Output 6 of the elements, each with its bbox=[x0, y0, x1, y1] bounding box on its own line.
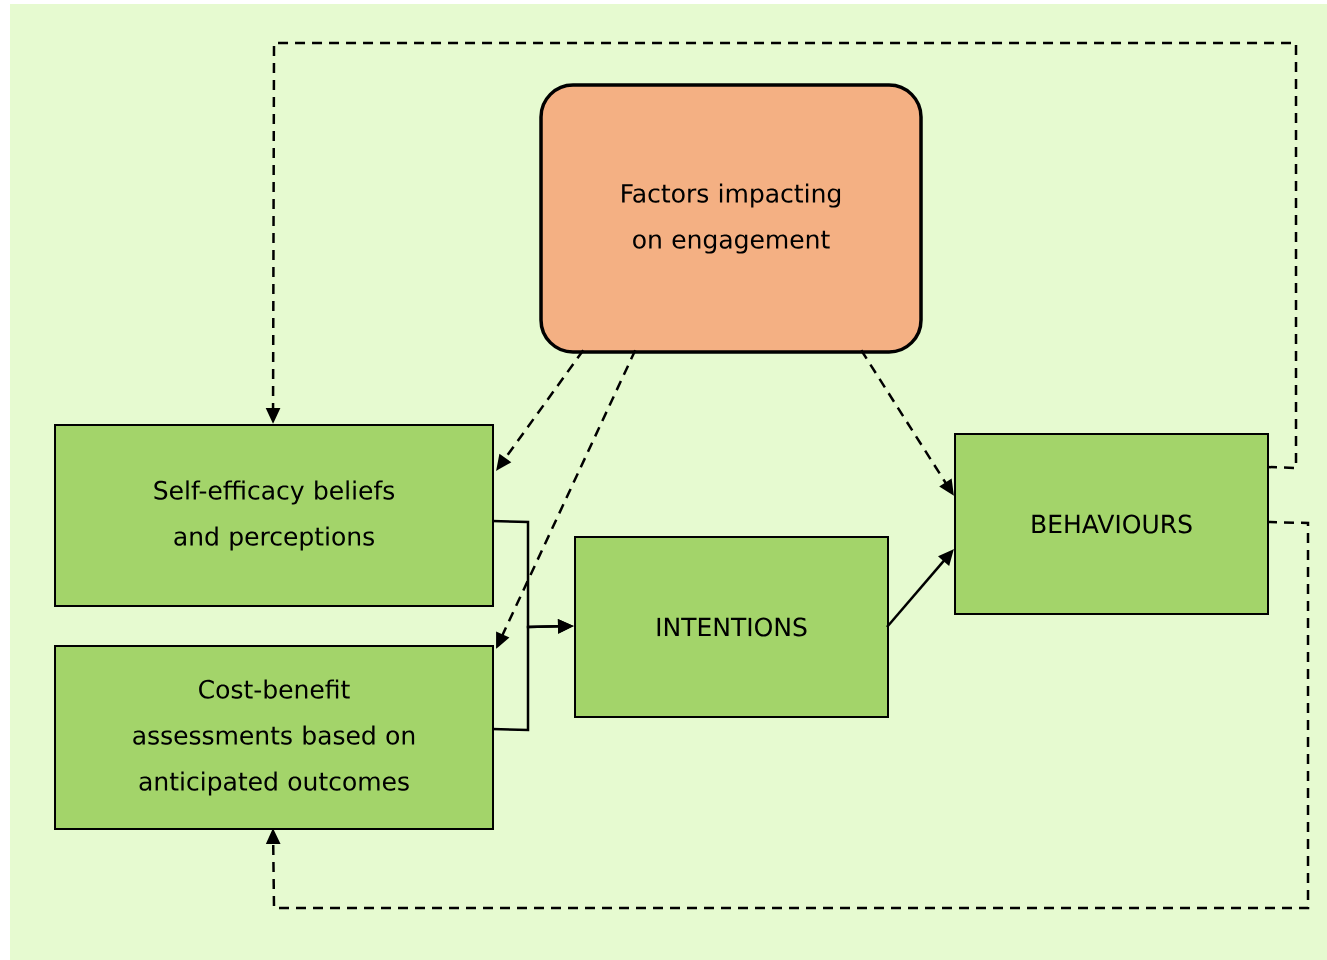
arrow bbox=[265, 520, 1310, 910]
rounded-box: Factors impacting on engagement bbox=[539, 83, 923, 354]
process-box: Cost-benefit assessments based on anticipated outcomes bbox=[54, 645, 494, 830]
process-box: INTENTIONS bbox=[574, 536, 889, 718]
process-box: Self-efficacy beliefs and perceptions bbox=[54, 424, 494, 607]
process-box: BEHAVIOURS bbox=[954, 433, 1269, 615]
